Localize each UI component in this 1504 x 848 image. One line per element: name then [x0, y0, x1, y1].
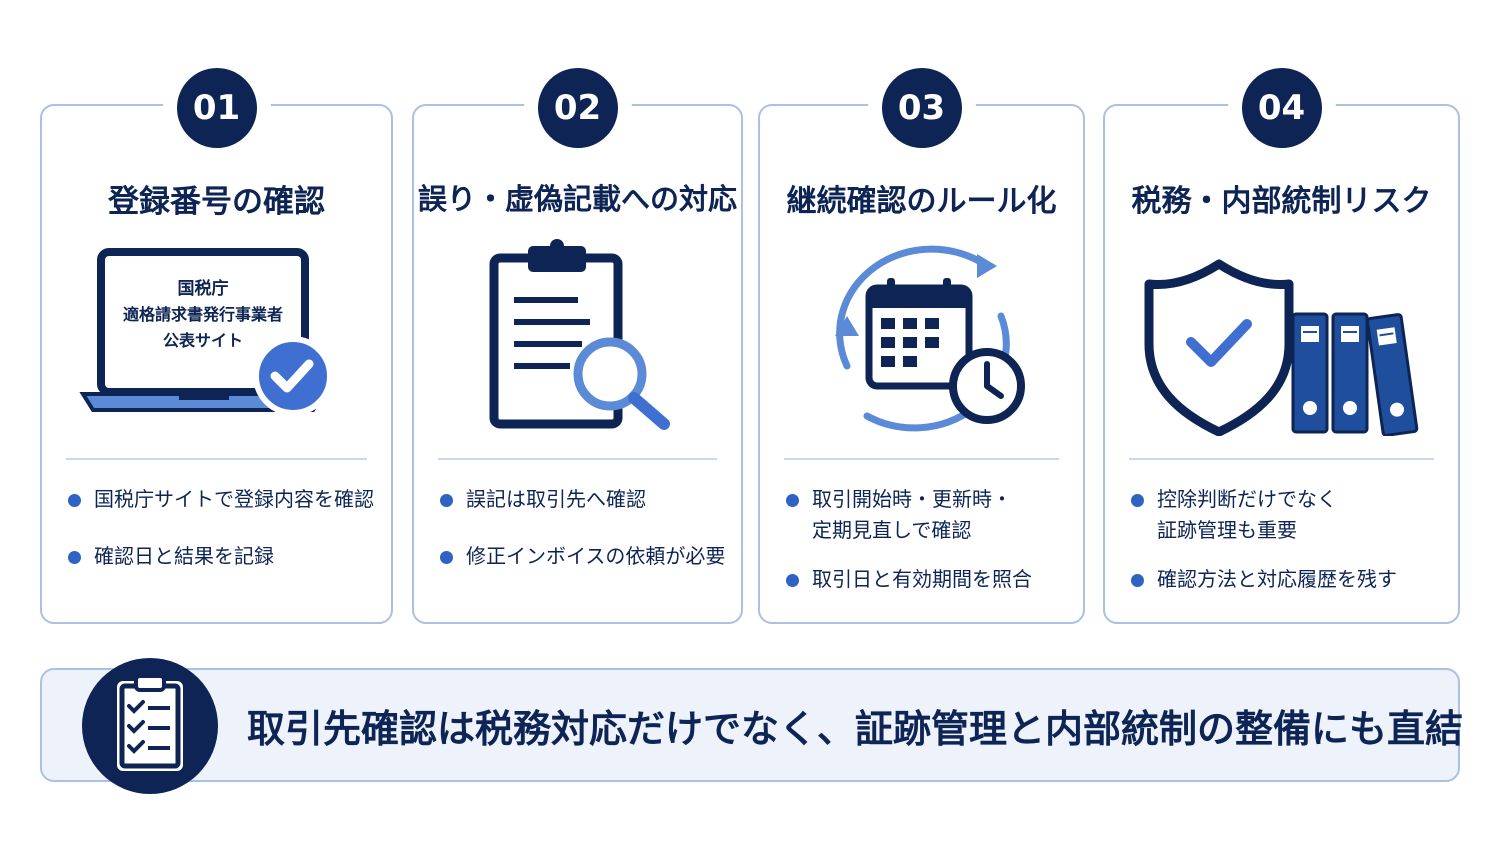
bullet-list: 控除判断だけでなく証跡管理も重要 確認方法と対応履歴を残す [1131, 484, 1448, 621]
card-error-handling: 02 誤り・虚偽記載への対応 誤記は取引先へ確認 修正インボイスの依頼が必要 [412, 68, 743, 624]
calendar-cycle-icon [834, 245, 1025, 432]
screen-line-1: 国税庁 [177, 278, 228, 299]
divider [784, 458, 1059, 460]
step-number-badge: 02 [537, 68, 618, 148]
laptop-check-icon: 国税庁 適格請求書発行事業者 公表サイト [78, 248, 333, 416]
screen-line-3: 公表サイト [162, 331, 242, 350]
list-item: 取引開始時・更新時・定期見直しで確認 [786, 484, 1073, 546]
bullet-list: 国税庁サイトで登録内容を確認 確認日と結果を記録 [68, 484, 381, 598]
banner-icon-circle [82, 658, 218, 794]
card-title: 誤り・虚偽記載への対応 [417, 182, 737, 216]
summary-text: 取引先確認は税務対応だけでなく、証跡管理と内部統制の整備にも直結 [247, 706, 1464, 751]
step-number-badge: 03 [881, 68, 962, 148]
card-title: 継続確認のルール化 [786, 184, 1057, 219]
divider [1129, 458, 1434, 460]
list-item: 確認日と結果を記録 [68, 541, 381, 572]
card-title: 登録番号の確認 [108, 184, 325, 220]
divider [438, 458, 717, 460]
divider [66, 458, 367, 460]
list-item: 修正インボイスの依頼が必要 [440, 541, 731, 572]
step-number-badge: 04 [1241, 68, 1322, 148]
list-item: 控除判断だけでなく証跡管理も重要 [1131, 484, 1448, 546]
card-registration-check: 01 登録番号の確認 国税庁 適格請求書発行事業者 公表サイト 国税庁サイトで登… [40, 68, 393, 624]
card-tax-risk: 04 税務・内部統制リスク [1103, 68, 1460, 624]
screen-line-2: 適格請求書発行事業者 [122, 305, 282, 324]
checklist-clipboard-icon [117, 674, 183, 771]
card-title: 税務・内部統制リスク [1131, 184, 1432, 219]
list-item: 誤記は取引先へ確認 [440, 484, 731, 515]
list-item: 国税庁サイトで登録内容を確認 [68, 484, 381, 515]
step-number-badge: 01 [176, 68, 257, 148]
clipboard-magnifier-icon [489, 239, 670, 430]
bullet-list: 取引開始時・更新時・定期見直しで確認 取引日と有効期間を照合 [786, 484, 1073, 621]
list-item: 取引日と有効期間を照合 [786, 564, 1073, 595]
bullet-list: 誤記は取引先へ確認 修正インボイスの依頼が必要 [440, 484, 731, 598]
shield-binders-icon [1144, 259, 1418, 436]
summary-banner: 取引先確認は税務対応だけでなく、証跡管理と内部統制の整備にも直結 [40, 658, 1464, 794]
list-item: 確認方法と対応履歴を残す [1131, 564, 1448, 595]
card-continuous-check: 03 継続確認のルール化 取引開始時・更新時・定期見直しで確認 取引日と有効期間… [758, 68, 1085, 624]
